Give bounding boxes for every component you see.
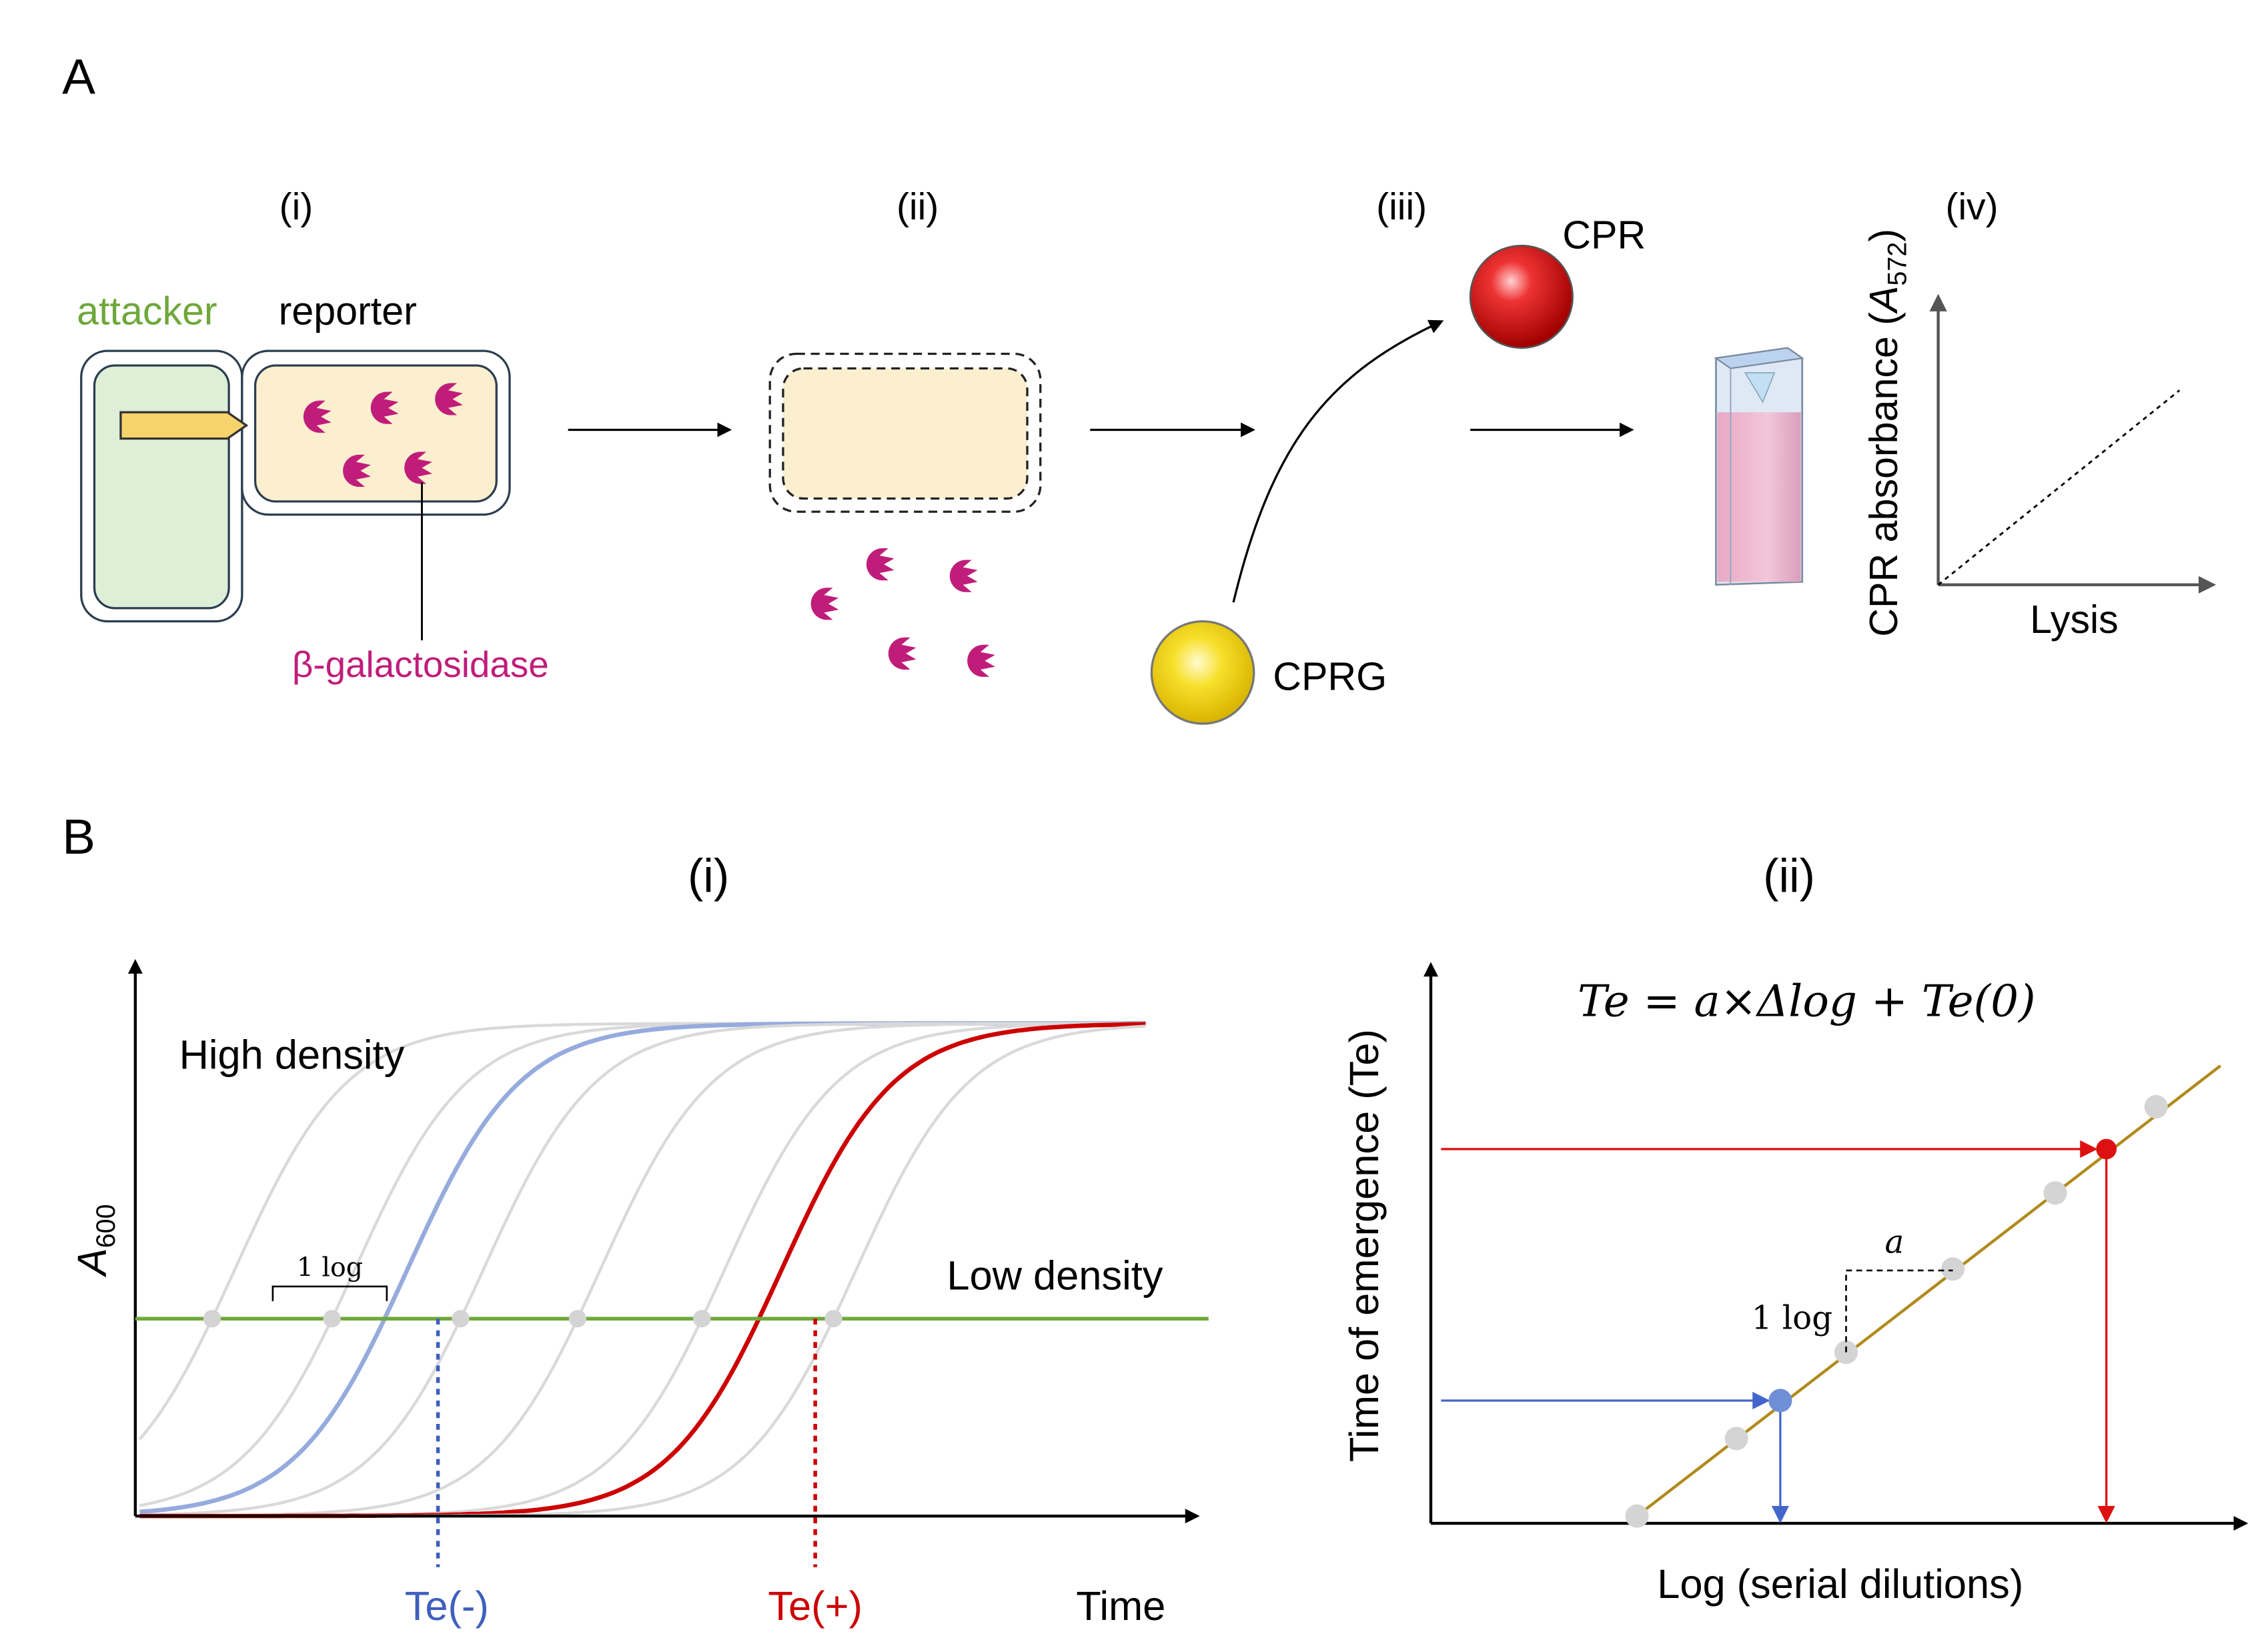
te-equation: Te = a×Δlog + Te(0) xyxy=(1578,975,2036,1026)
threshold-point xyxy=(203,1310,221,1328)
standard-point xyxy=(1625,1504,1649,1528)
lysed-reporter-cell xyxy=(768,352,1042,513)
panel-b-i-title: (i) xyxy=(688,850,729,902)
reporter-cell xyxy=(241,349,511,516)
low-density-label: Low density xyxy=(947,1253,1163,1299)
attacker-cell xyxy=(80,349,243,623)
te-neg-label: Te(-) xyxy=(405,1583,489,1629)
high-density-label: High density xyxy=(179,1032,405,1078)
standard-point xyxy=(2144,1094,2168,1118)
lysis-graph-xlabel: Lysis xyxy=(2030,597,2119,642)
standard-point xyxy=(1724,1427,1748,1451)
panel-a-label: A xyxy=(62,49,95,104)
threshold-point xyxy=(452,1310,470,1328)
one-log-label-right: 1 log xyxy=(1752,1300,1832,1337)
standard-plot-xlabel: Log (serial dilutions) xyxy=(1657,1561,2023,1607)
slope-symbol: a xyxy=(1884,1224,1904,1261)
standard-point xyxy=(2043,1181,2067,1205)
panel-b-label: B xyxy=(62,809,95,864)
unknown-sample-blue-point xyxy=(1768,1389,1792,1413)
threshold-point xyxy=(693,1310,711,1328)
standard-fit-line xyxy=(1636,1064,2222,1517)
cpr-sphere-icon xyxy=(1469,244,1574,349)
standard-points xyxy=(1625,1094,2168,1528)
threshold-point xyxy=(568,1310,587,1328)
slope-triangle xyxy=(1845,1269,1953,1353)
standard-point xyxy=(1834,1341,1858,1365)
reporter-label: reporter xyxy=(279,289,417,333)
cprg-sphere-icon xyxy=(1150,620,1255,725)
growth-curve xyxy=(138,1022,1146,1441)
lysis-graph xyxy=(1929,293,2217,594)
panel-b-ii-title: (ii) xyxy=(1763,850,1815,902)
attacker-label: attacker xyxy=(77,289,217,333)
effector-arrow-icon xyxy=(119,411,249,440)
standard-point xyxy=(1941,1257,1965,1281)
cprg-label: CPRG xyxy=(1273,654,1387,699)
cuvette-icon xyxy=(1714,347,1804,586)
step-ii-label: (ii) xyxy=(897,185,939,228)
lysis-trend-line xyxy=(1937,389,2181,586)
step-iv-label: (iv) xyxy=(1945,185,1998,228)
enzyme-label: β-galactosidase xyxy=(292,644,549,685)
step-i-label: (i) xyxy=(279,185,314,228)
cpr-label: CPR xyxy=(1562,213,1646,257)
step-iii-label: (iii) xyxy=(1376,185,1427,228)
threshold-point xyxy=(824,1310,842,1328)
growth-plot-ylabel: A600 xyxy=(69,1204,121,1278)
one-log-bracket xyxy=(271,1285,388,1301)
te-pos-label: Te(+) xyxy=(768,1583,863,1629)
lysis-graph-ylabel: CPR absorbance (A572) xyxy=(1861,229,1912,637)
threshold-point xyxy=(323,1310,341,1328)
unknown-sample-red-point xyxy=(2096,1138,2117,1160)
growth-curve xyxy=(139,1022,1146,1518)
threshold-crossing-points xyxy=(203,1310,842,1328)
one-log-label-left: 1 log xyxy=(297,1253,363,1283)
standard-plot-ylabel: Time of emergence (Te) xyxy=(1341,1029,1387,1462)
time-axis-label: Time xyxy=(1076,1583,1165,1629)
released-enzymes xyxy=(810,548,995,677)
conversion-arrow xyxy=(1232,319,1444,603)
